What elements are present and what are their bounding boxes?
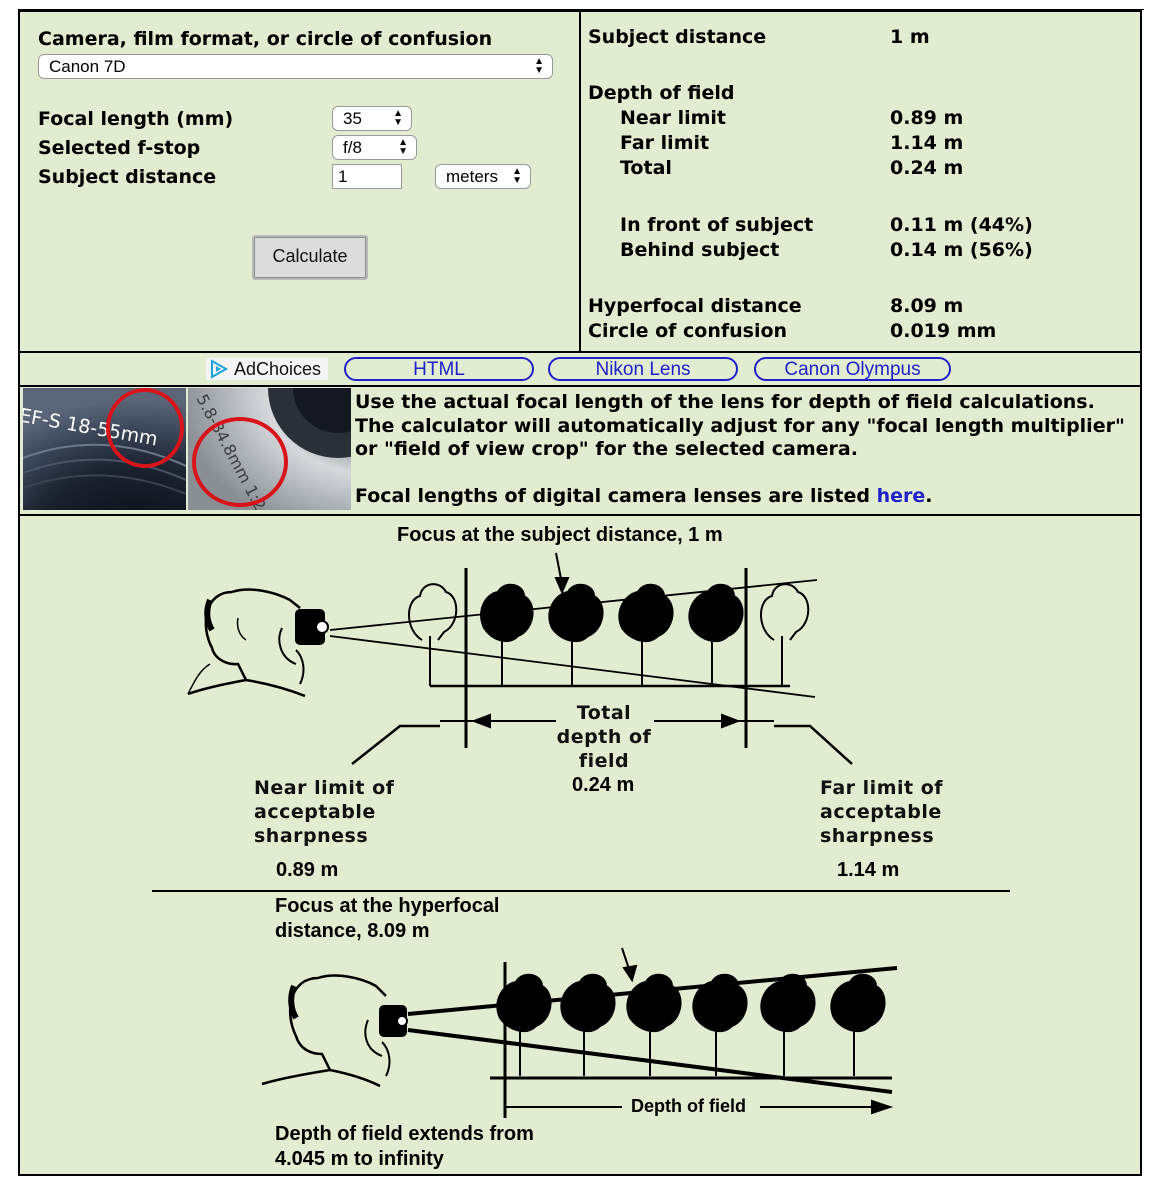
hyperfocal-value: 8.09 m	[890, 295, 964, 317]
behind-label: Behind subject	[620, 239, 780, 261]
far-limit-diagram-value: 1.14 m	[837, 859, 900, 881]
total-dof-caption: Total depth of field	[548, 701, 660, 773]
dof-extends-line2: 4.045 m to infinity	[275, 1148, 444, 1170]
in-front-label: In front of subject	[620, 214, 814, 236]
focal-length-value: 35	[343, 109, 362, 128]
info-row-bottom-line	[20, 514, 1142, 516]
camera-select[interactable]: Canon 7D ▲▼	[38, 54, 553, 79]
camera-label: Camera, film format, or circle of confus…	[38, 28, 493, 50]
camera-select-value: Canon 7D	[49, 57, 126, 76]
total-value: 0.24 m	[890, 157, 964, 179]
total-label: Total	[620, 157, 672, 179]
dof-arrow-label: Depth of field	[631, 1096, 746, 1116]
select-arrows-icon: ▲▼	[512, 166, 522, 186]
fstop-select[interactable]: f/8 ▲▼	[332, 135, 417, 160]
adchoices-icon	[211, 359, 229, 379]
total-dof-caption-line1: Total	[576, 702, 632, 724]
far-caption-line3: sharpness	[820, 825, 935, 847]
diagram2-title-line1: Focus at the hyperfocal	[275, 895, 500, 917]
ad-link-nikon-lens[interactable]: Nikon Lens	[548, 357, 738, 381]
subject-distance-label: Subject distance	[38, 166, 217, 188]
calculate-button[interactable]: Calculate	[252, 235, 368, 280]
focal-lengths-note-prefix: Focal lengths of digital camera lenses a…	[355, 485, 877, 507]
select-arrows-icon: ▲▼	[393, 108, 403, 128]
top-panel-divider	[579, 12, 581, 352]
focal-length-label: Focal length (mm)	[38, 108, 234, 130]
diagram1-title: Focus at the subject distance, 1 m	[397, 524, 723, 546]
ad-link-html[interactable]: HTML	[344, 357, 534, 381]
diagram2-title-line2: distance, 8.09 m	[275, 920, 430, 942]
subject-distance-input[interactable]: 1	[332, 164, 402, 189]
far-limit-value: 1.14 m	[890, 132, 964, 154]
coc-value: 0.019 mm	[890, 320, 997, 342]
lens-image-compact: 5.8-34.8mm 1:2.8-4.8	[188, 388, 351, 510]
focal-length-select[interactable]: 35 ▲▼	[332, 106, 412, 131]
in-front-value: 0.11 m (44%)	[890, 214, 1033, 236]
adchoices-button[interactable]: AdChoices	[206, 358, 328, 380]
total-dof-caption-line2: depth of	[556, 726, 652, 748]
focal-lengths-list-note: Focal lengths of digital camera lenses a…	[355, 485, 1135, 509]
total-dof-value: 0.24 m	[572, 774, 635, 796]
select-arrows-icon: ▲▼	[398, 137, 408, 157]
far-caption-line1: Far limit of	[820, 777, 944, 799]
ad-link-canon-olympus[interactable]: Canon Olympus	[754, 357, 951, 381]
focal-length-note: Use the actual focal length of the lens …	[355, 391, 1125, 460]
adchoices-label: AdChoices	[234, 359, 322, 379]
dof-extends-line1: Depth of field extends from	[275, 1123, 534, 1145]
near-limit-label: Near limit	[620, 107, 727, 129]
distance-unit-value: meters	[446, 167, 498, 186]
fstop-value: f/8	[343, 138, 362, 157]
near-limit-caption: Near limit of acceptable sharpness	[240, 776, 410, 848]
near-limit-diagram-value: 0.89 m	[276, 859, 339, 881]
top-panel-bottom-line	[20, 351, 1142, 353]
lens-image-ef-s: EF-S 18-55mm	[23, 388, 186, 510]
behind-value: 0.14 m (56%)	[890, 239, 1033, 261]
near-caption-line1: Near limit of	[254, 777, 395, 799]
hyperfocal-label: Hyperfocal distance	[588, 295, 802, 317]
near-limit-value: 0.89 m	[890, 107, 964, 129]
focal-lengths-note-suffix: .	[925, 485, 933, 507]
fstop-label: Selected f-stop	[38, 137, 201, 159]
total-dof-caption-line3: field	[578, 750, 630, 772]
coc-label: Circle of confusion	[588, 320, 788, 342]
far-limit-label: Far limit	[620, 132, 710, 154]
near-caption-line3: sharpness	[254, 825, 369, 847]
near-caption-line2: acceptable	[254, 801, 376, 823]
far-caption-line2: acceptable	[820, 801, 942, 823]
ad-row-bottom-line	[20, 385, 1142, 387]
result-subject-distance-label: Subject distance	[588, 26, 767, 48]
distance-unit-select[interactable]: meters ▲▼	[435, 164, 531, 189]
select-arrows-icon: ▲▼	[534, 56, 544, 76]
dof-heading: Depth of field	[588, 82, 735, 104]
here-link[interactable]: here	[876, 485, 926, 507]
result-subject-distance-value: 1 m	[890, 26, 930, 48]
far-limit-caption: Far limit of acceptable sharpness	[806, 776, 976, 848]
